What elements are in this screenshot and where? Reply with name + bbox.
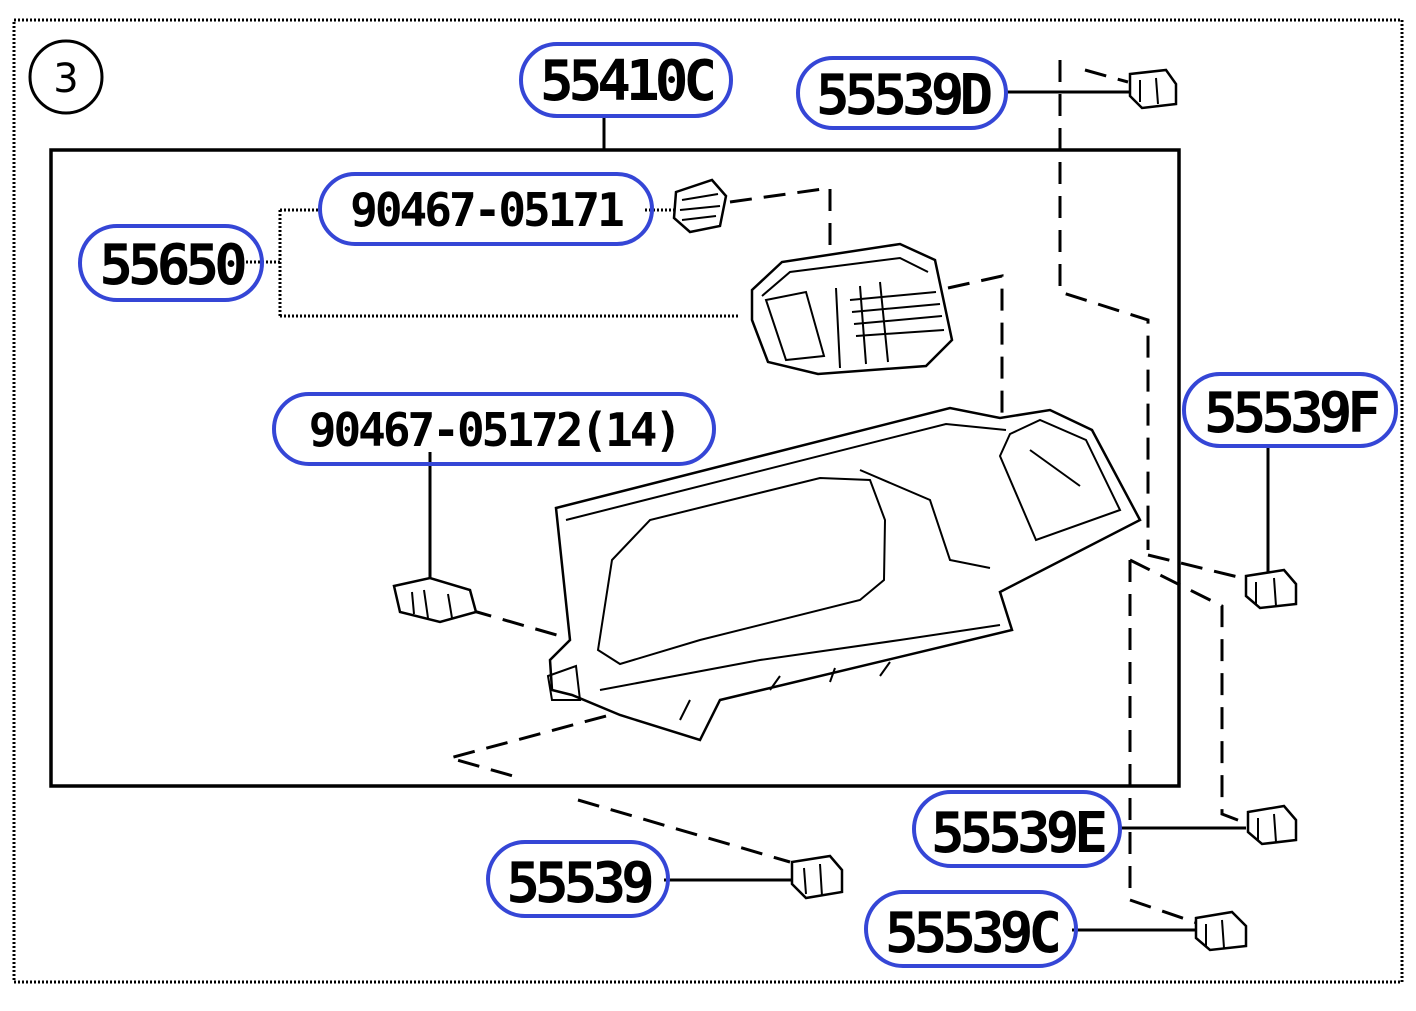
- clip-55539F-icon: [1244, 568, 1298, 610]
- callout-55539C: 55539C: [885, 901, 1059, 966]
- callout-highlight: [272, 392, 716, 466]
- assembly-frame: [49, 148, 1181, 788]
- callout-90467-05172: 90467-05172(14): [309, 403, 679, 457]
- section-number-badge: 3: [28, 39, 104, 115]
- clip-55539E-icon: [1246, 804, 1298, 846]
- callout-highlight: [796, 56, 1008, 130]
- screw-clip-part-icon: [392, 576, 478, 624]
- clip-55539C-icon: [1194, 910, 1248, 952]
- clip-55539D-icon: [1128, 68, 1178, 110]
- section-number: 3: [53, 56, 78, 102]
- callout-highlight: [486, 840, 670, 918]
- callout-highlight: [912, 790, 1122, 868]
- callout-highlight: [318, 172, 654, 246]
- callout-highlight: [519, 42, 733, 118]
- callout-55539D: 55539D: [816, 63, 992, 128]
- callout-55539F: 55539F: [1204, 381, 1379, 446]
- callout-55410C: 55410C: [540, 49, 714, 114]
- callout-55539: 55539: [506, 851, 652, 916]
- callout-highlight: [78, 224, 264, 302]
- callout-highlight: [864, 890, 1078, 968]
- callout-55650: 55650: [99, 233, 245, 298]
- callout-highlight: [1182, 372, 1398, 448]
- clip-55539-icon: [790, 854, 844, 900]
- outer-frame: [12, 18, 1404, 984]
- air-vent-part-icon: [750, 242, 954, 376]
- callout-55539E: 55539E: [931, 801, 1106, 866]
- cluster-panel-part-icon: [546, 406, 1142, 742]
- screw-part-icon: [672, 178, 728, 234]
- callout-90467-05171: 90467-05171: [350, 183, 623, 237]
